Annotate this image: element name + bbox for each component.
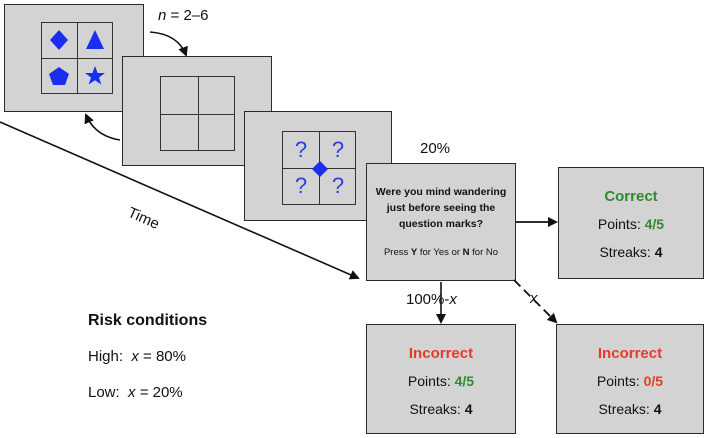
probe-grid: ? ? ? ? [282,131,356,205]
streaks-line: Streaks: 4 [409,401,473,417]
star-icon [85,66,105,85]
feedback-incorrect-screen: Incorrect Points: 4/5 Streaks: 4 [366,324,516,434]
question-line: just before seeing the [386,202,496,214]
points-line: Points: 0/5 [596,373,664,389]
feedback-incorrect-screen: Incorrect Points: 0/5 Streaks: 4 [556,324,704,434]
question-line: question marks? [398,218,484,230]
question-mark: ? [294,137,308,162]
feedback-title: Correct [604,188,658,205]
loop-arrow-back [84,113,121,141]
pentagon-icon [49,67,69,85]
triangle-icon [86,30,104,49]
streaks-line: Streaks: 4 [598,401,662,417]
memory-grid [41,22,113,94]
repetition-label: n = 2–6 [158,7,209,24]
mind-wandering-question-screen: Were you mind wandering just before seei… [366,163,516,281]
incorrect-right-arrow [513,279,558,324]
question-mark: ? [331,173,345,198]
loop-arrow-forward [149,31,188,57]
blank-grid [160,76,235,151]
question-mark: ? [331,137,345,162]
question-line: Were you mind wandering [375,186,507,198]
points-line: Points: 4/5 [597,216,665,232]
feedback-title: Incorrect [597,345,663,362]
points-line: Points: 4/5 [407,373,475,389]
feedback-title: Incorrect [408,345,474,362]
risk-low: Low: x = 20% [88,384,183,401]
branch-probability-label: 100%-x [406,291,457,308]
diamond-icon [50,30,68,50]
diamond-icon [312,161,328,177]
response-instruction: Press Y for Yes or N for No [383,247,499,258]
risk-high: High: x = 80% [88,348,186,365]
branch-probability-label: x [530,290,538,307]
memory-array-screen [4,4,144,112]
streaks-line: Streaks: 4 [599,244,663,260]
feedback-correct-screen: Correct Points: 4/5 Streaks: 4 [558,167,704,279]
question-mark: ? [294,173,308,198]
risk-conditions-title: Risk conditions [88,312,208,329]
time-arrow [0,121,360,280]
probe-probability-label: 20% [420,140,451,157]
